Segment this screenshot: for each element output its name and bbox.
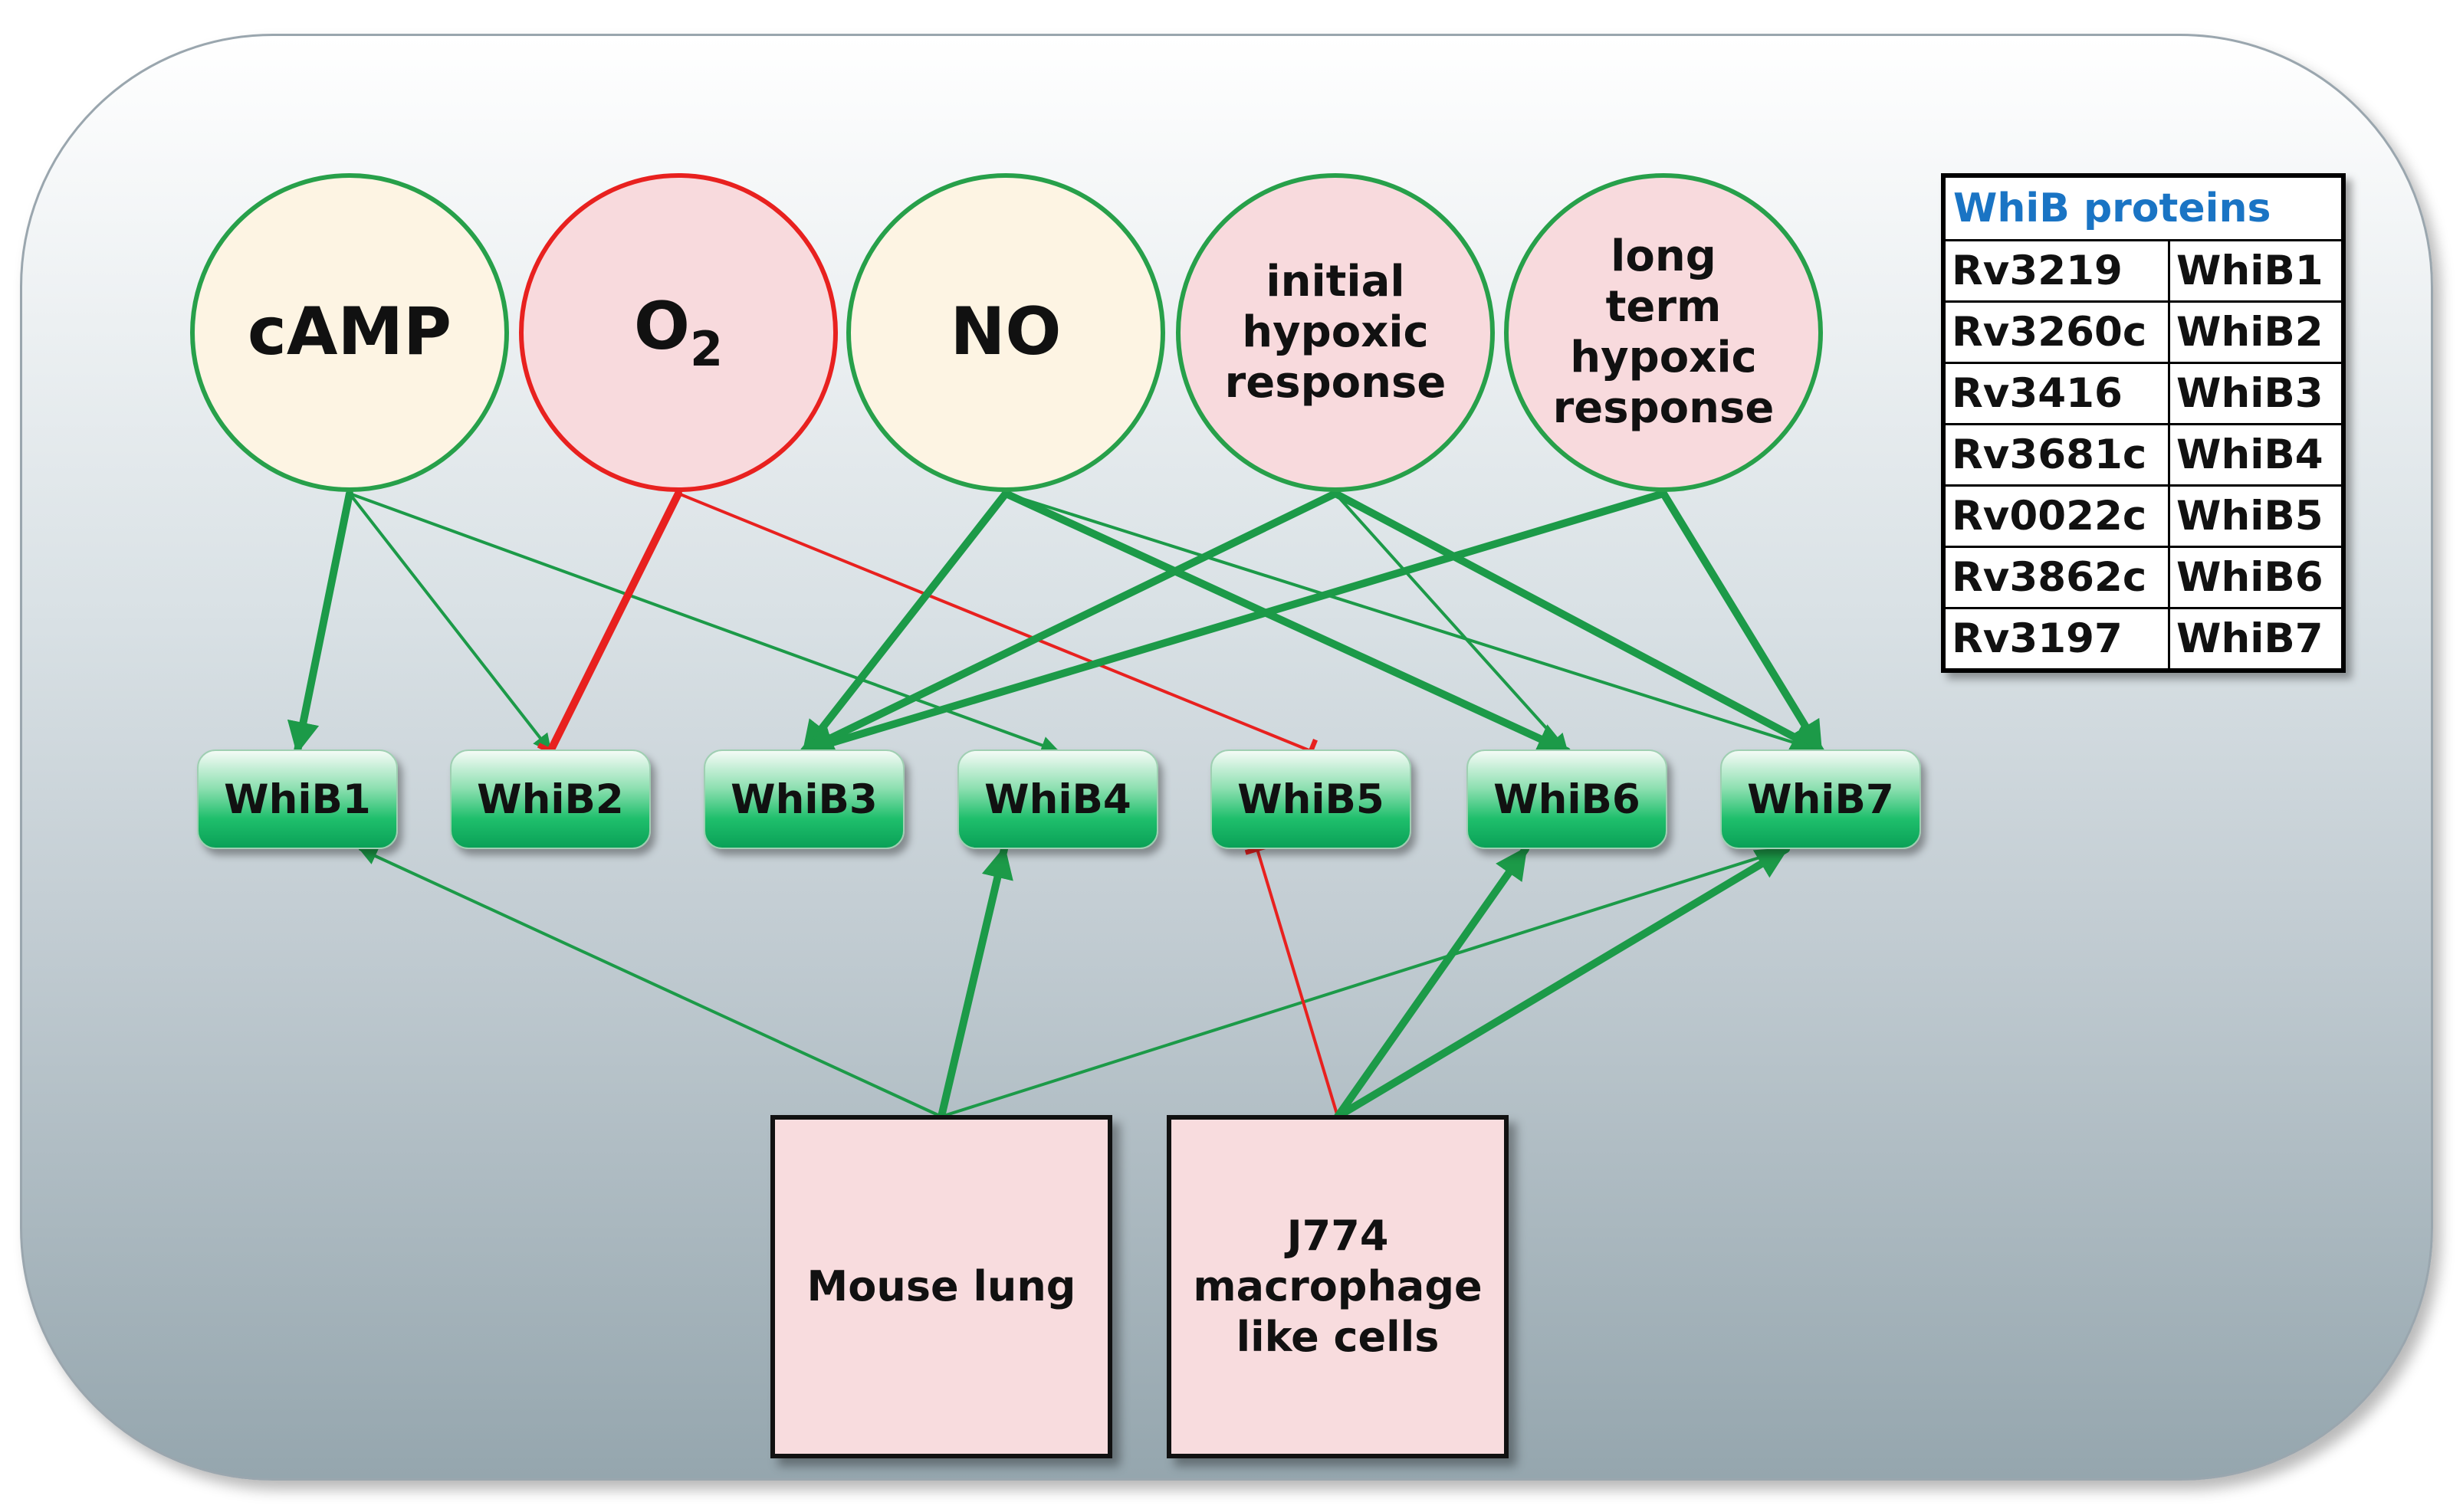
whib3-node: WhiB3 [704,749,905,849]
edge-no-to-whib6 [1002,490,1571,755]
legend-gene-id: Rv3260c [1946,300,2170,363]
whib4-node: WhiB4 [957,749,1158,849]
edge-no-to-whib7 [1004,492,1823,755]
edge-initial-to-whib3 [800,490,1339,755]
signal-initial-label: initial hypoxic response [1224,256,1447,408]
edge-longterm-to-whib3 [800,490,1667,759]
edge-j774-to-whib7 [1334,845,1790,1120]
signal-camp-label: cAMP [247,294,452,371]
edge-initial-to-whib6 [1334,492,1568,753]
signal-no: NO [846,173,1165,492]
whib6-label: WhiB6 [1493,776,1640,823]
whib7-node: WhiB7 [1720,749,1921,849]
edge-j774-to-whib6 [1334,845,1529,1120]
whib4-label: WhiB4 [984,776,1131,823]
signal-camp: cAMP [190,173,509,492]
legend-protein-name: WhiB5 [2169,484,2341,547]
edge-mouse-to-whib7 [940,845,1788,1118]
legend-protein-name: WhiB2 [2169,300,2341,363]
whib7-label: WhiB7 [1747,776,1894,823]
legend-protein-name: WhiB3 [2169,362,2341,425]
signal-o2-label: O2 [633,287,724,377]
edge-no-to-whib3 [800,490,1010,755]
edge-o2-to-whib2 [537,490,682,759]
whib5-node: WhiB5 [1210,749,1411,849]
legend-protein-name: WhiB6 [2169,546,2341,608]
legend-gene-id: Rv3197 [1946,607,2170,668]
condition-mouse-lung-label: Mouse lung [806,1262,1076,1311]
legend-protein-name: WhiB4 [2169,423,2341,486]
legend-gene-id: Rv3219 [1946,241,2170,302]
signal-no-label: NO [950,294,1062,371]
signal-o2-subscript: 2 [689,320,724,377]
legend-protein-name: WhiB1 [2176,248,2323,294]
edge-o2-to-whib5 [677,492,1318,764]
whib1-node: WhiB1 [197,749,398,849]
signal-initial-hypoxic-response: initial hypoxic response [1176,173,1495,492]
whib1-label: WhiB1 [224,776,371,823]
legend-protein-name: WhiB7 [2169,607,2341,668]
edge-camp-to-whib1 [287,490,353,755]
legend-title: WhiB proteins [1946,178,2341,241]
legend-gene-id: Rv0022c [1946,484,2170,547]
whib6-node: WhiB6 [1466,749,1667,849]
legend-gene-id: Rv3862c [1946,546,2170,608]
edge-j774-to-whib5 [1244,843,1339,1118]
edge-mouse-to-whib4 [938,845,1013,1120]
legend-gene-id: Rv3416 [1946,362,2170,425]
edge-initial-to-whib7 [1332,490,1824,755]
condition-j774-macrophage: J774 macrophage like cells [1167,1115,1509,1458]
whib2-label: WhiB2 [477,776,624,823]
signal-longterm-label: long term hypoxic response [1552,231,1775,434]
edge-longterm-to-whib7 [1660,490,1824,755]
whib2-node: WhiB2 [450,749,651,849]
signal-long-term-hypoxic-response: long term hypoxic response [1504,173,1823,492]
legend-gene-id: Rv3681c [1946,423,2170,486]
condition-mouse-lung: Mouse lung [770,1115,1112,1458]
condition-j774-label: J774 macrophage like cells [1193,1212,1483,1361]
signal-o2: O2 [519,173,838,492]
edge-mouse-to-whib1 [358,848,943,1118]
edge-camp-to-whib2 [348,492,552,753]
whib5-label: WhiB5 [1237,776,1384,823]
whib3-label: WhiB3 [731,776,878,823]
edge-camp-to-whib4 [348,492,1060,754]
